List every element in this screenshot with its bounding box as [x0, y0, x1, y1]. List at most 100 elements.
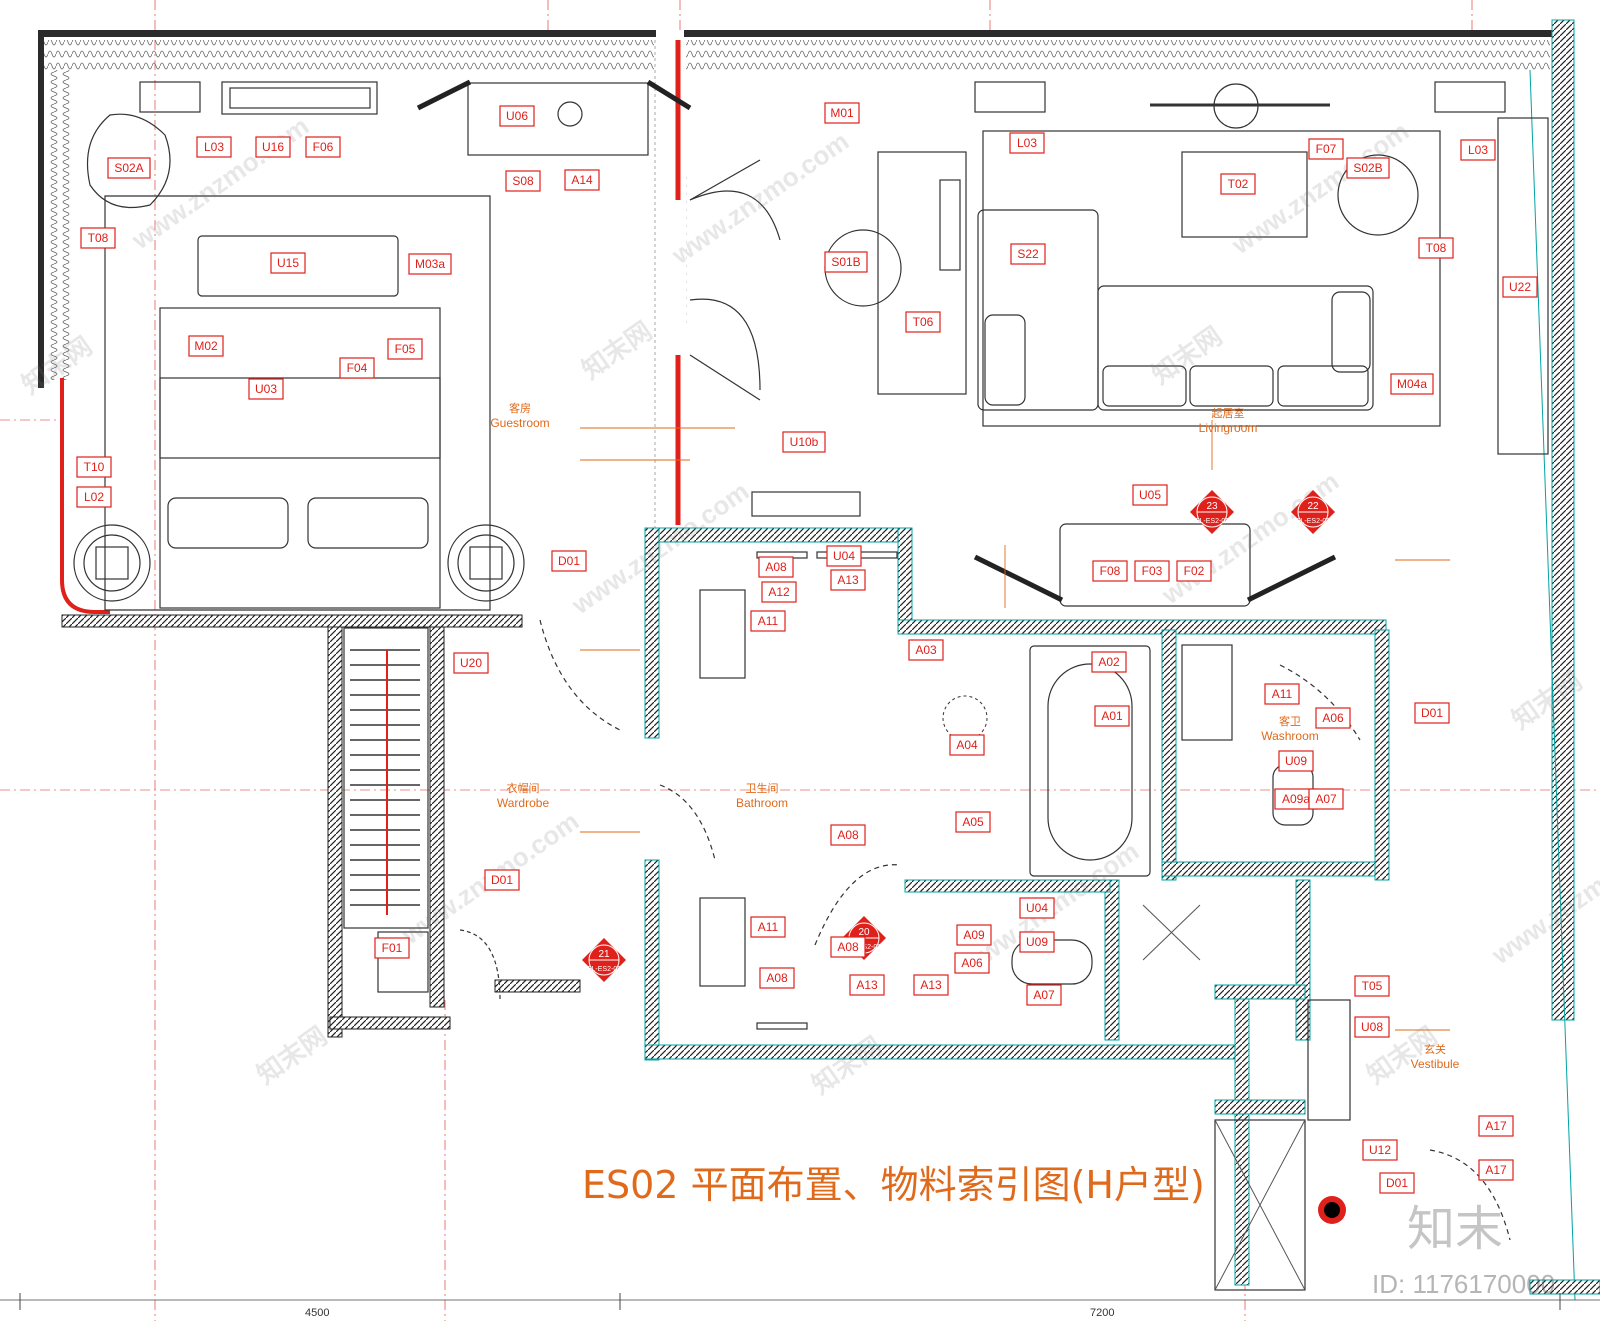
- index-tag: A05: [955, 811, 991, 833]
- index-tag: L03: [1460, 139, 1496, 161]
- index-tag: A07: [1308, 788, 1344, 810]
- index-tag-label: M03a: [415, 257, 445, 271]
- index-tag: S01B: [824, 251, 868, 273]
- index-tag: A09: [956, 924, 992, 946]
- index-tag: L03: [196, 136, 232, 158]
- index-tag-label: S22: [1017, 247, 1039, 261]
- index-tag-label: F07: [1316, 142, 1337, 156]
- watermarks: www.znzmo.com www.znzmo.com www.znzmo.co…: [16, 111, 1600, 1299]
- index-tag: A12: [761, 581, 797, 603]
- room-name-en: Bathroom: [736, 796, 788, 810]
- index-tag-label: U08: [1361, 1020, 1383, 1034]
- index-tag-label: A02: [1098, 655, 1120, 669]
- room-name-cn: 客房: [509, 401, 531, 415]
- room-name-en: Wardrobe: [497, 796, 550, 810]
- section-number: 23: [1206, 501, 1218, 512]
- watermark-site: www.znzmo.com: [1485, 826, 1600, 971]
- index-tag: A13: [849, 974, 885, 996]
- index-tag: S02A: [107, 157, 151, 179]
- section-ref: EL-ES2-03: [1195, 518, 1229, 525]
- room-name-cn: 起居室: [1212, 406, 1245, 420]
- index-tag-label: A07: [1315, 792, 1337, 806]
- index-tag: D01: [1414, 702, 1450, 724]
- index-tag-label: T06: [913, 315, 934, 329]
- index-tag: D01: [484, 869, 520, 891]
- index-tag-label: F06: [313, 140, 334, 154]
- index-tag: T02: [1220, 173, 1256, 195]
- index-tag: M01: [824, 102, 860, 124]
- index-tag-label: L03: [204, 140, 224, 154]
- index-tag-label: A13: [856, 978, 878, 992]
- index-tag-label: A08: [837, 940, 859, 954]
- index-tag-label: U04: [833, 549, 855, 563]
- partition-wall: [60, 40, 781, 614]
- index-tag: U16: [255, 136, 291, 158]
- watermark-brand: 知末网: [1146, 321, 1227, 390]
- index-tag-label: U12: [1369, 1143, 1391, 1157]
- index-tag-label: S01B: [831, 255, 860, 269]
- index-tag: A08: [759, 967, 795, 989]
- guide-lines: [580, 420, 1450, 1031]
- index-tag: A13: [913, 974, 949, 996]
- exterior-walls: [38, 19, 1576, 1301]
- index-tag-label: U06: [506, 109, 528, 123]
- index-tag: A11: [750, 916, 786, 938]
- room-name-en: Livingroom: [1199, 421, 1258, 435]
- index-tag-label: A08: [766, 971, 788, 985]
- index-tag-label: S02B: [1353, 161, 1382, 175]
- room-name-en: Vestibule: [1411, 1057, 1460, 1071]
- index-tag: A04: [949, 734, 985, 756]
- index-tag: F03: [1134, 560, 1170, 582]
- index-tag-label: M01: [830, 106, 854, 120]
- index-tag: U10b: [782, 431, 826, 453]
- section-number: 20: [858, 927, 870, 938]
- section-ref: EL-ES2-03: [587, 966, 621, 973]
- index-tag-label: A09a: [1282, 792, 1310, 806]
- index-tag: U03: [248, 378, 284, 400]
- index-tag-label: A01: [1101, 709, 1123, 723]
- dimension-7200: 7200: [1090, 1307, 1114, 1319]
- room-name-en: Washroom: [1261, 729, 1319, 743]
- index-tag: F08: [1092, 560, 1128, 582]
- guestroom-furniture: [73, 79, 692, 611]
- index-tag: F04: [339, 357, 375, 379]
- index-tag-label: U04: [1026, 901, 1048, 915]
- index-tag: A06: [954, 952, 990, 974]
- room-name-cn: 玄关: [1424, 1042, 1446, 1056]
- index-tag-label: T10: [84, 460, 105, 474]
- index-tag: D01: [551, 550, 587, 572]
- index-tag-label: F05: [395, 342, 416, 356]
- index-tag: F05: [387, 338, 423, 360]
- index-tag-label: A08: [765, 560, 787, 574]
- index-tag: L02: [76, 486, 112, 508]
- index-tag: S22: [1010, 243, 1046, 265]
- index-tag-label: D01: [558, 554, 580, 568]
- watermark-brand: 知末网: [1506, 666, 1587, 735]
- watermark-logo: 知末: [1407, 1201, 1503, 1257]
- index-tag-label: A06: [961, 956, 983, 970]
- index-tag-label: U16: [262, 140, 284, 154]
- watermark-brand: 知末网: [576, 316, 657, 385]
- dimension-4500: 4500: [305, 1307, 329, 1319]
- index-tag: U22: [1502, 276, 1538, 298]
- index-tag-label: U15: [277, 256, 299, 270]
- index-tag-label: A08: [837, 828, 859, 842]
- dimension-line: [0, 1293, 1600, 1310]
- index-tag-label: U05: [1139, 488, 1161, 502]
- index-tag-label: L03: [1017, 136, 1037, 150]
- room-name-cn: 卫生间: [746, 781, 779, 795]
- index-tag-label: A12: [768, 585, 790, 599]
- index-tag: F01: [374, 937, 410, 959]
- watermark-site: www.znzmo.com: [565, 476, 754, 621]
- index-tag-label: A13: [920, 978, 942, 992]
- index-tag-label: U10b: [790, 435, 819, 449]
- index-tag-label: A11: [1272, 687, 1293, 701]
- index-tag: T08: [80, 227, 116, 249]
- wardrobe-shelves: [343, 627, 501, 1001]
- index-tag-label: T08: [88, 231, 109, 245]
- index-tag: U12: [1362, 1139, 1398, 1161]
- index-tag: F06: [305, 136, 341, 158]
